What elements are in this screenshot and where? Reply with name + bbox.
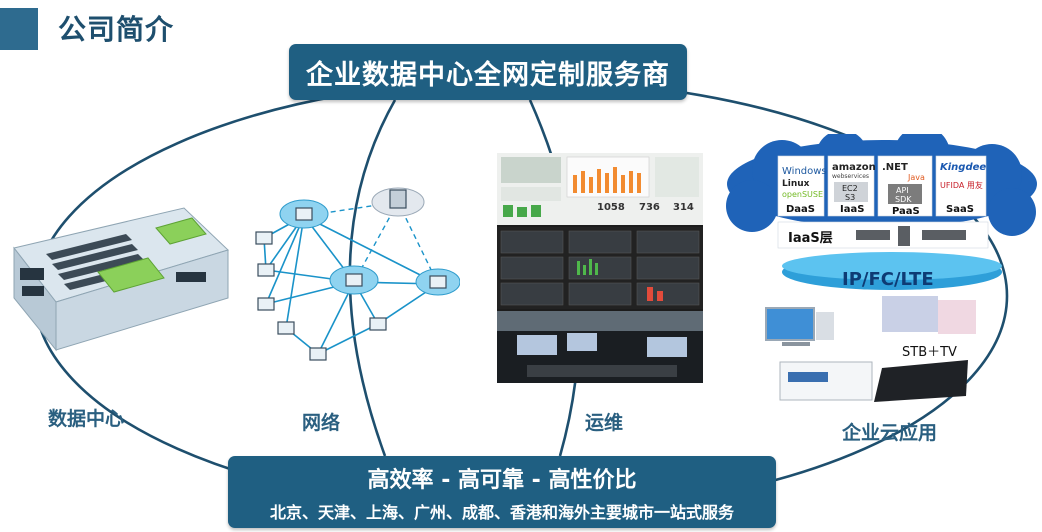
windows-logo: Windows bbox=[782, 166, 827, 177]
s3-tile: S3 bbox=[845, 193, 855, 202]
section-label-operations: 运维 bbox=[585, 412, 624, 434]
kingdee-logo: Kingdee bbox=[940, 162, 986, 173]
ops-kpi-3: 314 bbox=[673, 202, 694, 213]
section-label-network: 网络 bbox=[302, 412, 341, 434]
page-title: 公司简介 bbox=[58, 13, 175, 46]
bottom-cities: 北京、天津、上海、广州、成都、香港和海外主要城市一站式服务 bbox=[269, 503, 734, 522]
top-banner-text: 企业数据中心全网定制服务商 bbox=[306, 59, 670, 91]
stb-tv-label: STB＋TV bbox=[902, 345, 957, 360]
paas-label: PaaS bbox=[892, 206, 920, 217]
iaas-label: IaaS bbox=[840, 204, 864, 215]
operations-monitoring-panel: 1058 736 314 bbox=[497, 153, 703, 383]
network-topology-illustration bbox=[255, 187, 460, 361]
title-accent-block bbox=[0, 8, 38, 50]
sdk-tile: SDK bbox=[895, 195, 912, 204]
iaas-layer-label: IaaS层 bbox=[788, 231, 833, 246]
section-label-cloud: 企业云应用 bbox=[842, 422, 938, 444]
linux-logo: Linux bbox=[782, 179, 810, 189]
monitoring-screens: 1058 736 314 bbox=[497, 153, 703, 383]
transport-label: IP/FC/LTE bbox=[842, 269, 934, 290]
ops-kpi-1: 1058 bbox=[597, 202, 625, 213]
opensuse-logo: openSUSE bbox=[782, 190, 823, 199]
ufida-logo: UFIDA 用友 bbox=[940, 180, 983, 190]
saas-label: SaaS bbox=[946, 204, 974, 215]
section-label-datacenter: 数据中心 bbox=[48, 408, 125, 430]
dotnet-logo: .NET bbox=[882, 162, 908, 173]
ops-kpi-2: 736 bbox=[639, 202, 660, 213]
datacenter-illustration bbox=[13, 207, 229, 352]
bottom-banner: 高效率 - 高可靠 - 高性价比 北京、天津、上海、广州、成都、香港和海外主要城… bbox=[228, 456, 776, 528]
bottom-tagline: 高效率 - 高可靠 - 高性价比 bbox=[367, 468, 637, 493]
ec2-tile: EC2 bbox=[842, 184, 858, 193]
amazon-logo: amazon bbox=[832, 162, 876, 173]
java-logo: Java bbox=[907, 173, 925, 182]
daas-label: DaaS bbox=[786, 204, 815, 215]
api-tile: API bbox=[896, 186, 909, 195]
top-banner: 企业数据中心全网定制服务商 bbox=[289, 44, 687, 100]
enterprise-cloud-illustration: IP/FC/LTE Windows Linux openSUSE DaaS am… bbox=[726, 134, 1037, 402]
client-devices: STB＋TV bbox=[765, 296, 976, 402]
amazon-sub-logo: webservices bbox=[832, 173, 869, 180]
